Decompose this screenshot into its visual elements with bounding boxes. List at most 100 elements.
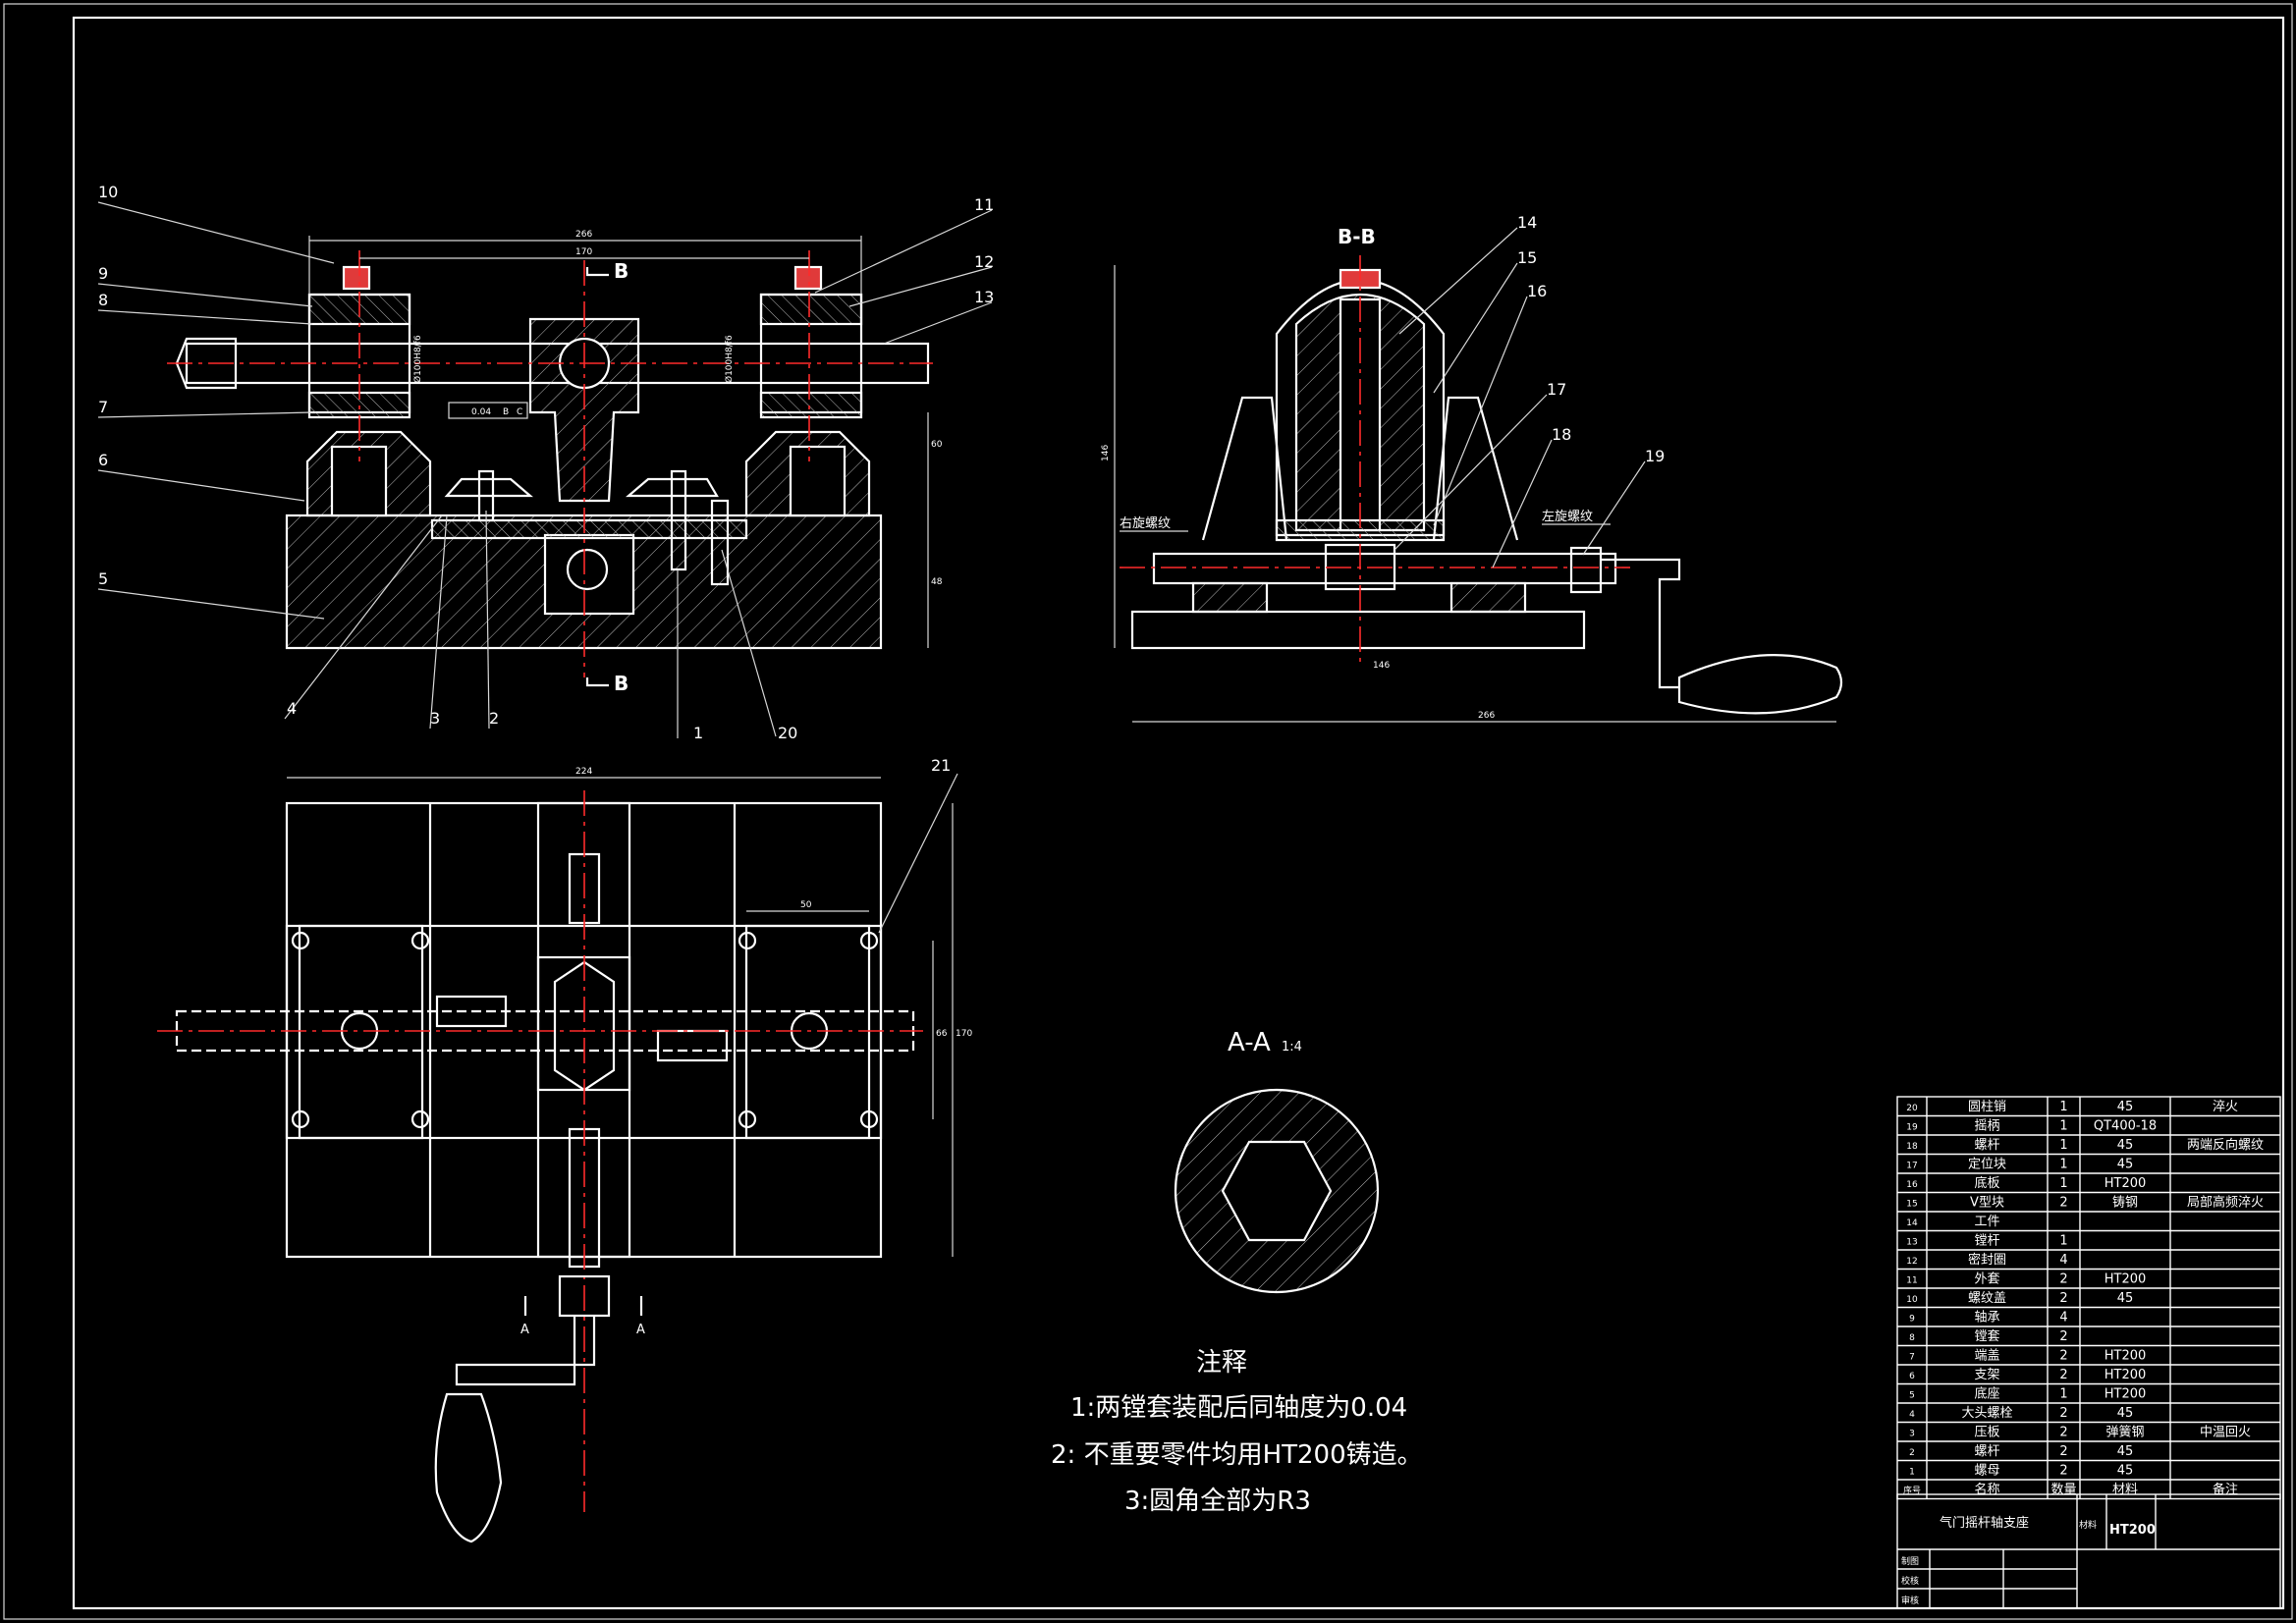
bom-cell: QT400-18 <box>2094 1119 2157 1134</box>
geo-tol-value: 0.04 <box>471 407 491 417</box>
bom-cell: 45 <box>2117 1100 2134 1114</box>
bom-cell: 密封圈 <box>1968 1252 2006 1268</box>
fit-left: Ø100H8/f6 <box>412 335 423 383</box>
dim-top-spacing: 66 <box>936 1029 948 1039</box>
bom-cell: 4 <box>1909 1410 1915 1420</box>
top-right-housing <box>744 924 871 1140</box>
left-clamp <box>444 477 533 498</box>
dim-front-height-upper: 60 <box>931 440 943 450</box>
top-left-housing <box>298 924 424 1140</box>
bom-cell: 2 <box>2059 1196 2067 1211</box>
dim-side-width: 266 <box>1478 711 1495 721</box>
bb-nut <box>1569 546 1603 594</box>
bom-cell: 螺纹盖 <box>1968 1291 2006 1306</box>
bom-cell: 45 <box>2117 1158 2134 1172</box>
top-handle-hub <box>558 1274 611 1318</box>
geo-tol-datum-c: C <box>517 407 522 417</box>
material-label: 材料 <box>2079 1519 2097 1531</box>
bom-cell: 1 <box>1909 1468 1915 1478</box>
bom-cell: 2 <box>2059 1329 2067 1344</box>
bom-cell: 摇柄 <box>1974 1119 1999 1134</box>
bom-cell: 螺杆 <box>1974 1444 1999 1459</box>
bb-left-foot <box>1191 581 1269 614</box>
material-value: HT200 <box>2109 1523 2156 1538</box>
dim-front-inner: 170 <box>575 247 592 257</box>
inner-drawing-frame <box>72 16 2285 1610</box>
bom-cell: 4 <box>2059 1253 2067 1268</box>
outer-sheet-border <box>3 3 2293 1620</box>
bom-cell: 45 <box>2117 1464 2134 1479</box>
bom-cell: 45 <box>2117 1444 2134 1459</box>
bom-cell: V型块 <box>1970 1196 2004 1211</box>
balloon-8: 8 <box>98 291 108 309</box>
notes-block: 注释 1:两镗套装配后同轴度为0.04 2: 不重要零件均用HT200铸造。 3… <box>1051 1348 1423 1516</box>
bom-cell: 大头螺栓 <box>1961 1406 2012 1421</box>
balloon-6: 6 <box>98 451 108 469</box>
balloon-7: 7 <box>98 398 108 416</box>
bom-cell: HT200 <box>2105 1272 2147 1287</box>
section-aa-label: A-A <box>1228 1028 1271 1057</box>
top-crank-handle <box>434 1392 503 1543</box>
bb-crank-arm <box>1601 558 1681 689</box>
left-thread-label: 左旋螺纹 <box>1542 510 1593 524</box>
top-right-clamp <box>656 1029 729 1062</box>
front-view: 266 170 60 48 Ø100H8/f6 Ø100H8/f6 0.04 B… <box>167 230 943 695</box>
base-center-pocket <box>543 533 635 616</box>
title-block: 气门摇杆轴支座 材料 HT200 制图 校核 审核 <box>1896 1493 2281 1609</box>
dim-front-overall: 266 <box>575 230 592 240</box>
geo-tol-datum-b: B <box>503 407 509 417</box>
dim-side-height: 146 <box>1101 445 1111 461</box>
balloon-13: 13 <box>974 288 994 306</box>
bom-cell: 18 <box>1906 1142 1918 1152</box>
bom-cell: 2 <box>2059 1464 2067 1479</box>
bom-cell: 8 <box>1909 1333 1915 1343</box>
aa-hexagon <box>1221 1140 1333 1242</box>
balloon-18: 18 <box>1552 425 1571 444</box>
bom-cell: 2 <box>2059 1426 2067 1440</box>
role-1: 制图 <box>1901 1555 1919 1567</box>
bom-cell: 16 <box>1906 1180 1918 1190</box>
bom-cell: 45 <box>2117 1406 2134 1421</box>
balloon-2: 2 <box>489 709 499 728</box>
balloon-1: 1 <box>693 724 703 742</box>
cut-a-left: A <box>520 1323 529 1337</box>
right-housing-top <box>759 293 863 326</box>
bom-cell: 支架 <box>1974 1368 1999 1382</box>
cut-b-top <box>585 267 609 277</box>
drawing-name: 气门摇杆轴支座 <box>1940 1515 2029 1531</box>
balloon-11: 11 <box>974 195 994 214</box>
cut-b-top-letter: B <box>614 259 629 283</box>
note-2: 2: 不重要零件均用HT200铸造。 <box>1051 1440 1423 1470</box>
bar-end <box>175 337 238 390</box>
bom-cell: 3 <box>1909 1430 1915 1439</box>
dim-side-small: 146 <box>1373 661 1390 671</box>
bom-cell: 1 <box>2059 1234 2067 1249</box>
balloon-14: 14 <box>1517 213 1537 232</box>
bom-cell: 11 <box>1906 1276 1917 1286</box>
role-3: 审核 <box>1901 1595 1919 1606</box>
dim-top-width: 224 <box>575 767 592 777</box>
bom-cell: 螺母 <box>1974 1464 1999 1479</box>
section-bb-view: B-B 146 266 146 右旋螺纹 左旋螺纹 <box>1101 225 1843 723</box>
bom-cell: HT200 <box>2105 1387 2147 1402</box>
bom-cell: 镗杆 <box>1974 1234 1999 1249</box>
bom-cell: 工件 <box>1974 1215 1999 1229</box>
bb-leaders: 14 15 16 17 18 19 <box>1394 213 1665 568</box>
bb-v-left <box>1201 396 1288 541</box>
section-aa-view: A-A 1:4 <box>1174 1028 1380 1294</box>
dim-top-slot: 50 <box>800 900 812 910</box>
balloon-12: 12 <box>974 252 994 271</box>
bom-cell: HT200 <box>2105 1176 2147 1191</box>
bb-base <box>1130 610 1586 650</box>
balloon-5: 5 <box>98 569 108 588</box>
balloon-4: 4 <box>287 699 297 718</box>
workpiece <box>528 317 640 503</box>
balloon-15: 15 <box>1517 248 1537 267</box>
cut-a-right: A <box>636 1323 645 1337</box>
bom-cell: 2 <box>1909 1448 1915 1458</box>
dim-front-height-lower: 48 <box>931 577 943 587</box>
balloon-3: 3 <box>430 709 440 728</box>
bom-cell: 9 <box>1909 1315 1915 1325</box>
bom-cell: 1 <box>2059 1158 2067 1172</box>
